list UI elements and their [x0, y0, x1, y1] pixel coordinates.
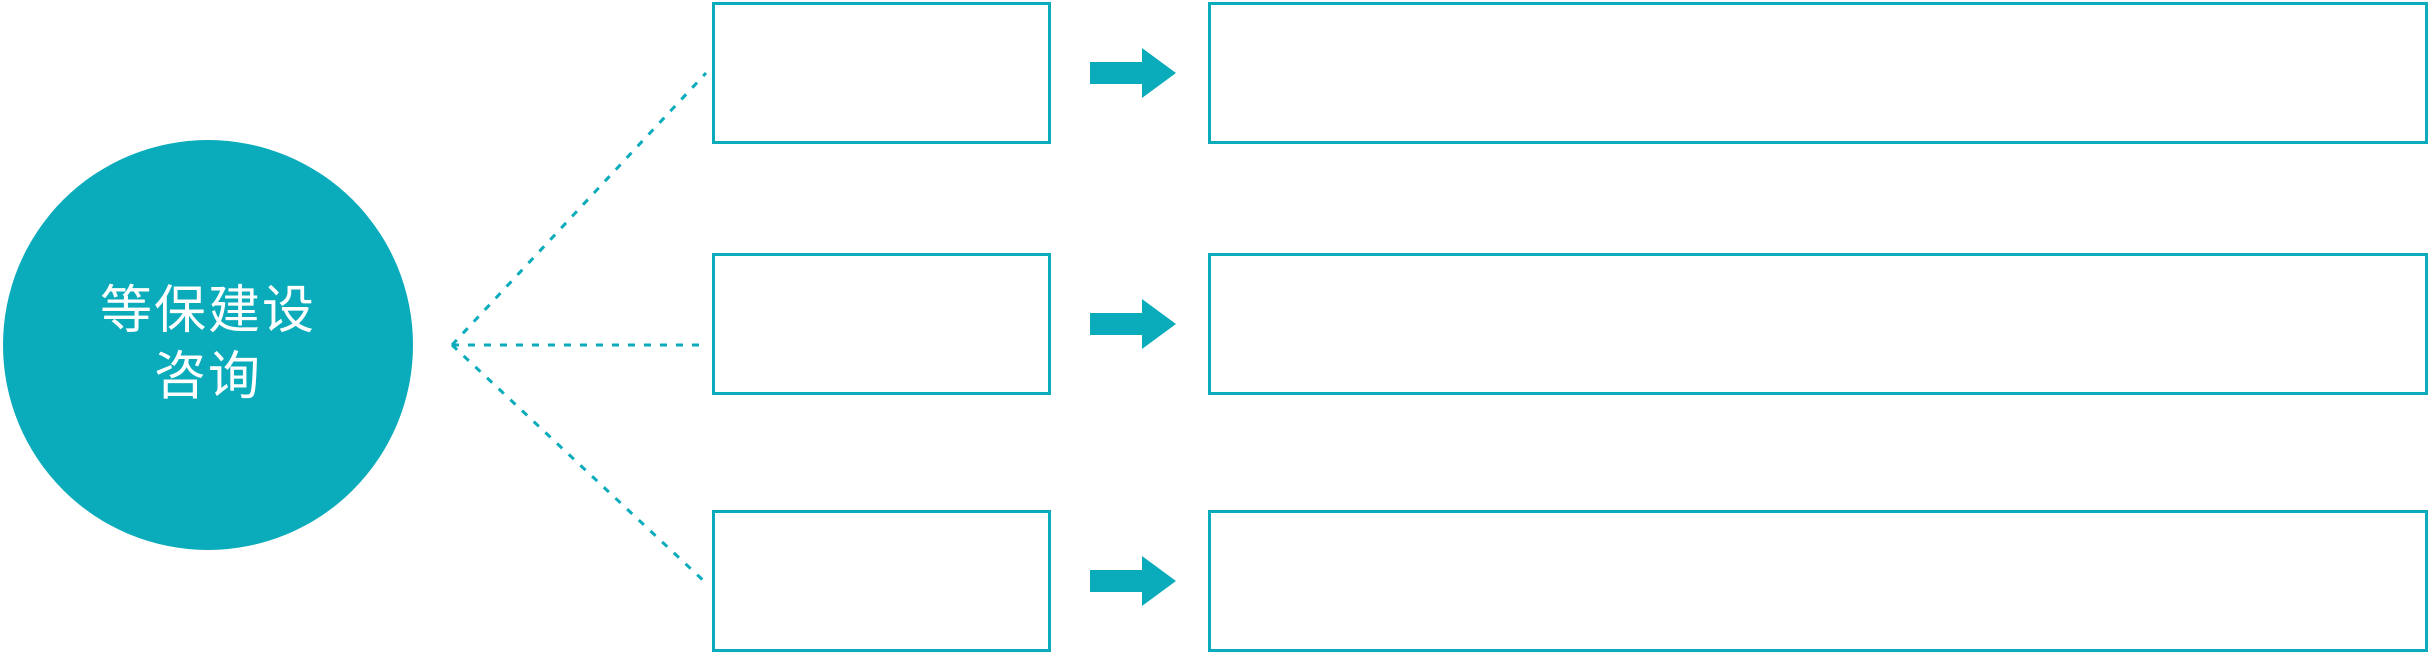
- hub-label: 等保建设 咨询: [99, 282, 316, 406]
- stage-box-2-label: [715, 256, 1048, 392]
- connector-branch-3: [450, 343, 708, 585]
- stage-box-2[interactable]: [712, 253, 1051, 395]
- detail-box-3[interactable]: [1208, 510, 2428, 652]
- detail-box-1-label: [1211, 5, 2425, 141]
- stage-box-3-label: [715, 513, 1048, 649]
- stage-box-3[interactable]: [712, 510, 1051, 652]
- arrow-right-icon-2: [1090, 299, 1176, 349]
- arrow-right-icon-3: [1090, 556, 1176, 606]
- detail-box-2[interactable]: [1208, 253, 2428, 395]
- detail-box-2-label: [1211, 256, 2425, 392]
- stage-box-1-label: [715, 5, 1048, 141]
- detail-box-3-label: [1211, 513, 2425, 649]
- hub-circle[interactable]: 等保建设 咨询: [3, 140, 413, 550]
- connector-branch-1: [450, 71, 708, 347]
- detail-box-1[interactable]: [1208, 2, 2428, 144]
- stage-box-1[interactable]: [712, 2, 1051, 144]
- arrow-right-icon-1: [1090, 48, 1176, 98]
